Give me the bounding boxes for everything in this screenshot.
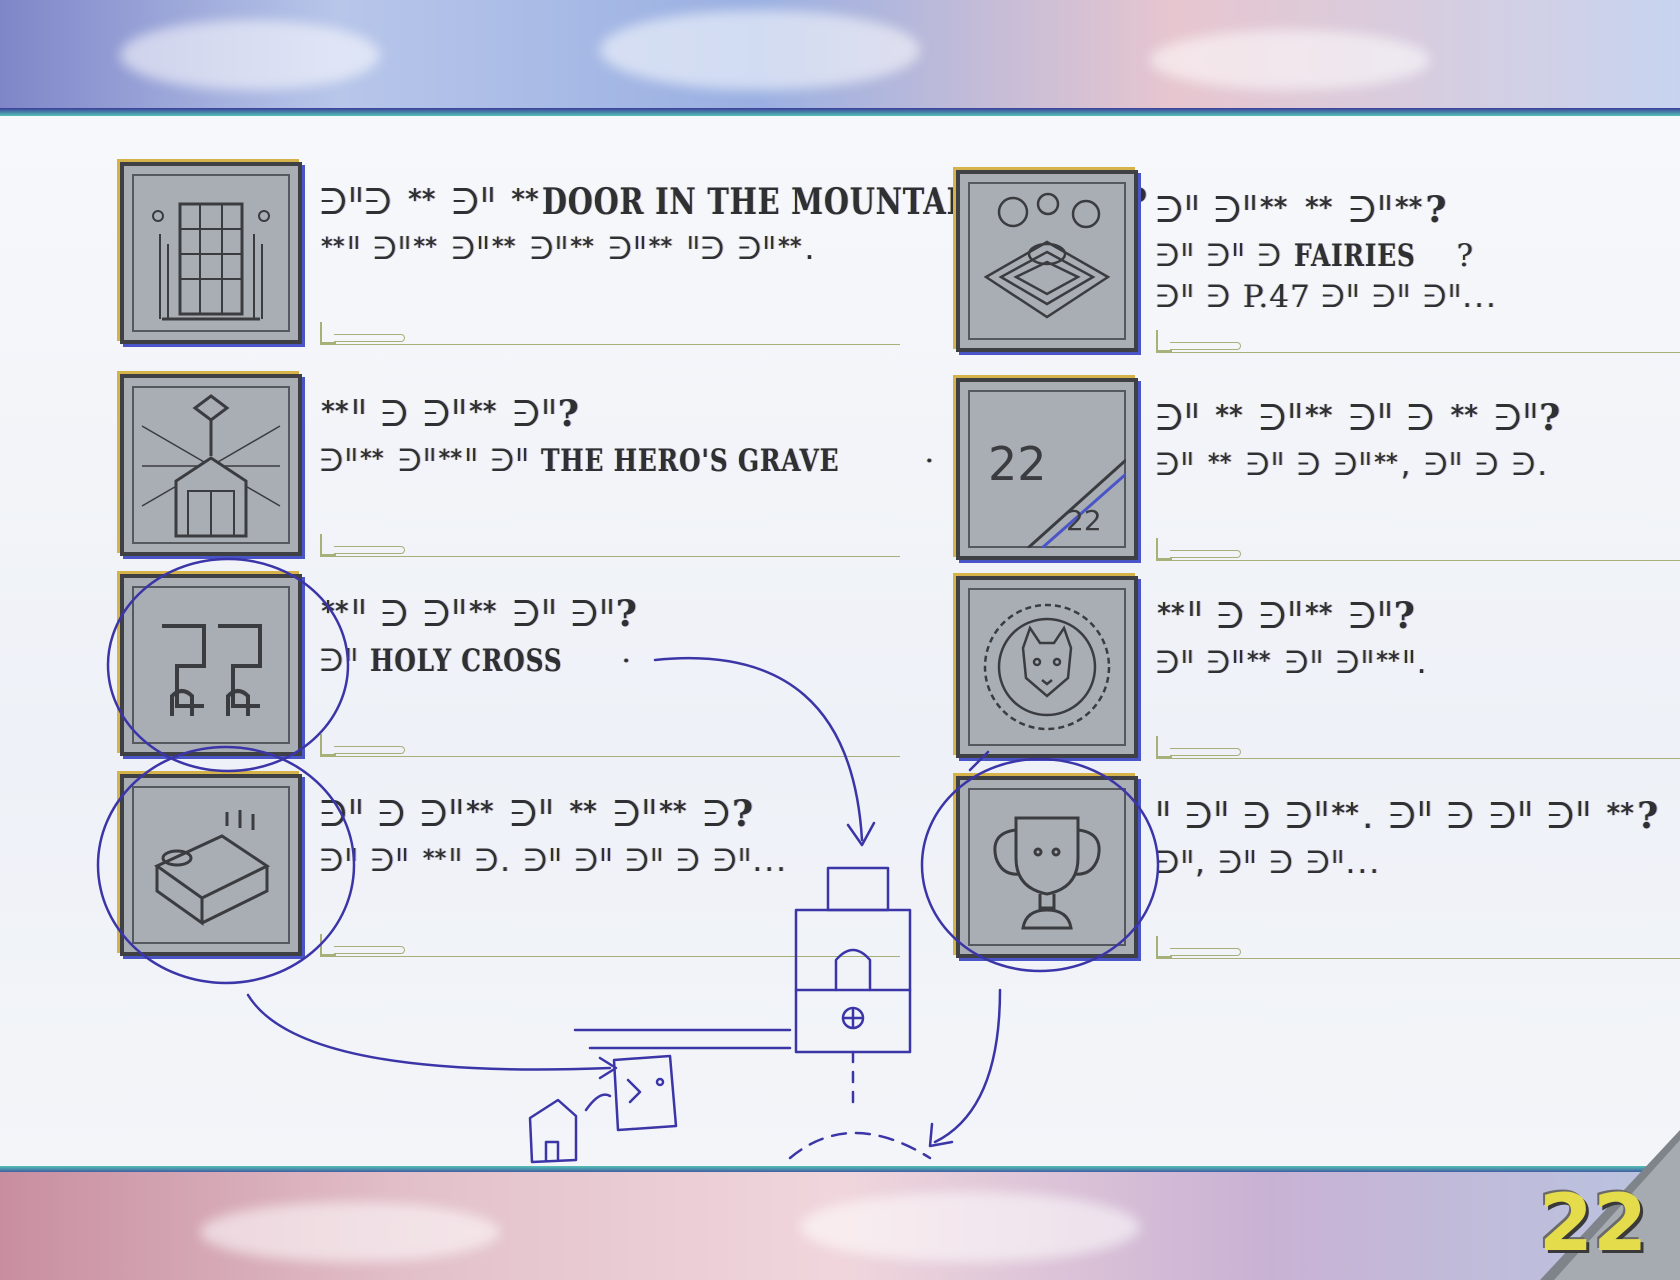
subtitle-end-mark: · bbox=[621, 643, 633, 679]
glyph-text: ᕭᐦᕭ ᕯ ᕭᐦ ᕯ bbox=[320, 182, 542, 223]
glyph-text: ᕭᐦ ᕭᐦᕯ ᕭᐦ ᕭᐦᕯᐦ. bbox=[1156, 645, 1429, 681]
grave-tile bbox=[120, 374, 302, 556]
entry-rule bbox=[320, 534, 900, 557]
title-end-mark: ? bbox=[557, 393, 580, 435]
entry-title: ᕭᐦ ᕭᐦᕯ ᕯ ᕭᐦᕯ? bbox=[1156, 186, 1680, 235]
entry-rule bbox=[320, 734, 900, 757]
title-end-mark: ? bbox=[1637, 795, 1660, 837]
glyph-text: ᕭᐦ ᕭ ᕭᐦᕯ ᕭᐦ ᕯ ᕭᐦᕯ ᕭ bbox=[320, 794, 732, 835]
entry-title: ᕭᐦ ᕯ ᕭᐦᕯ ᕭᐦ ᕭ ᕯ ᕭᐦ? bbox=[1156, 394, 1680, 443]
fairy-fountain-icon bbox=[983, 192, 1111, 319]
top-edge-stripe bbox=[0, 108, 1680, 116]
entry-subtitle: ᕭᐦ ᕭᐦ ᕭ FAIRIES ? bbox=[1156, 235, 1680, 277]
entry-subtitle: ᕭᐦ, ᕭᐦ ᕭ ᕭᐦ... bbox=[1156, 841, 1680, 885]
fox-medallion-tile bbox=[956, 576, 1138, 758]
glyph-text: ᐦ ᕭᐦ ᕭ ᕭᐦᕯ. ᕭᐦ ᕭ ᕭᐦ ᕭᐦ ᕯ bbox=[1156, 796, 1638, 837]
subtitle-latin-text: THE HERO'S GRAVE bbox=[540, 443, 839, 479]
door-icon bbox=[152, 202, 270, 321]
bed-icon bbox=[154, 810, 270, 926]
entry-subtitle: ᕭᐦᕯ ᕭᐦᕯᐦ ᕭᐦ THE HERO'S GRAVE · bbox=[320, 439, 960, 483]
entry-subtitle-2: ᕭᐦ ᕭ P.47 ᕭᐦ ᕭᐦ ᕭᐦ... bbox=[1156, 277, 1680, 317]
title-end-mark: ? bbox=[1393, 595, 1416, 637]
entry-subtitle: ᕭᐦ ᕭᐦᕯ ᕭᐦ ᕭᐦᕯᐦ. bbox=[1156, 641, 1680, 685]
trophy-icon bbox=[993, 816, 1101, 930]
entry-card-right-3: ᕯᐦ ᕭ ᕭᐦᕯ ᕭᐦ? ᕭᐦ ᕭᐦᕯ ᕭᐦ ᕭᐦᕯᐦ. bbox=[956, 576, 1680, 766]
pen-castle-body bbox=[794, 908, 912, 1054]
glyph-text: ᕭᐦ ᕭ bbox=[1156, 279, 1232, 315]
pen-castle-tower bbox=[826, 866, 890, 912]
title-latin-text: DOOR IN THE MOUNTAINS bbox=[541, 181, 1010, 223]
glyph-text: ᕭᐦ, ᕭᐦ ᕭ ᕭᐦ... bbox=[1156, 845, 1382, 881]
entry-subtitle: ᕯᐦ ᕭᐦᕯ ᕭᐦᕯ ᕭᐦᕯ ᕭᐦᕯ ᐦᕭ ᕭᐦᕯ. bbox=[320, 227, 960, 271]
entry-card-right-1: ᕭᐦ ᕭᐦᕯ ᕯ ᕭᐦᕯ? ᕭᐦ ᕭᐦ ᕭ FAIRIES ? ᕭᐦ ᕭ P.4… bbox=[956, 170, 1680, 360]
entry-card-left-4: ᕭᐦ ᕭ ᕭᐦᕯ ᕭᐦ ᕯ ᕭᐦᕯ ᕭ? ᕭᐦ ᕭᐦ ᕯᐦ ᕭ. ᕭᐦ ᕭᐦ ᕭ… bbox=[120, 774, 980, 964]
grave-icon bbox=[141, 394, 281, 538]
page-reference-text: P.47 bbox=[1242, 279, 1311, 315]
glyph-text: ᕯᐦ ᕭ ᕭᐦᕯ ᕭᐦ bbox=[1156, 596, 1394, 637]
icon-large-number: 22 bbox=[988, 437, 1047, 491]
fox-medallion-icon bbox=[983, 603, 1111, 731]
entry-card-left-1: ᕭᐦᕭ ᕯ ᕭᐦ ᕯDOOR IN THE MOUNTAINS? ᕯᐦ ᕭᐦᕯ … bbox=[120, 162, 1147, 352]
glyph-text: ᕯᐦ ᕭᐦᕯ ᕭᐦᕯ ᕭᐦᕯ ᕭᐦᕯ ᐦᕭ ᕭᐦᕯ. bbox=[320, 231, 817, 267]
entry-rule bbox=[1156, 538, 1680, 561]
entry-title: ᕯᐦ ᕭ ᕭᐦᕯ ᕭᐦ? bbox=[1156, 592, 1680, 641]
page-corner-fold bbox=[1540, 1130, 1680, 1280]
glyph-text: ᕭᐦ ᕯ ᕭᐦᕯ ᕭᐦ ᕭ ᕯ ᕭᐦ bbox=[1156, 398, 1540, 439]
fairy-fountain-tile bbox=[956, 170, 1138, 352]
glyph-text: ᕭᐦ ᕭᐦ ᕭ bbox=[1156, 238, 1283, 274]
entry-rule bbox=[1156, 736, 1680, 759]
page-number-icon: 22 22 bbox=[988, 437, 1126, 548]
bottom-edge-stripe bbox=[0, 1166, 1680, 1174]
icon-small-number: 22 bbox=[1066, 504, 1102, 537]
pen-circle-maze bbox=[106, 557, 350, 773]
pen-hut bbox=[528, 1098, 578, 1164]
pen-arrow-cross bbox=[653, 656, 864, 842]
glyph-text: ᕭᐦ ᕯ ᕭᐦ ᕭ ᕭᐦᕯ, ᕭᐦ ᕭ ᕭ. bbox=[1156, 447, 1550, 483]
pen-arrow-trophy bbox=[933, 988, 1002, 1144]
glyph-text: ᕯᐦ ᕭ ᕭᐦᕯ ᕭᐦ bbox=[320, 394, 558, 435]
entry-title: ᐦ ᕭᐦ ᕭ ᕭᐦᕯ. ᕭᐦ ᕭ ᕭᐦ ᕭᐦ ᕯ? bbox=[1156, 792, 1680, 841]
entry-subtitle: ᕭᐦ HOLY CROSS · bbox=[320, 639, 960, 683]
glyph-text: ᕭᐦ ᕭᐦ ᕯᐦ ᕭ. ᕭᐦ ᕭᐦ ᕭᐦ ᕭ ᕭᐦ... bbox=[320, 843, 788, 879]
sky-banner-top bbox=[0, 0, 1680, 112]
title-end-mark: ? bbox=[615, 593, 638, 635]
door-tile bbox=[120, 162, 302, 344]
title-end-mark: ? bbox=[1425, 189, 1448, 231]
glyph-text: ᕭᐦ bbox=[320, 643, 360, 679]
entry-title: ᕯᐦ ᕭ ᕭᐦᕯ ᕭᐦ? bbox=[320, 390, 960, 439]
bed-tile bbox=[120, 774, 302, 956]
subtitle-end-mark: · bbox=[924, 443, 936, 479]
title-end-mark: ? bbox=[731, 793, 755, 835]
title-end-mark: ? bbox=[1539, 397, 1562, 439]
glyph-text: ᕭᐦᕯ ᕭᐦᕯᐦ ᕭᐦ bbox=[320, 443, 530, 479]
glyph-text: ᕯᐦ ᕭ ᕭᐦᕯ ᕭᐦ ᕭᐦ bbox=[320, 594, 616, 635]
subtitle-latin-text: HOLY CROSS bbox=[369, 643, 563, 679]
entry-rule bbox=[320, 322, 900, 345]
entry-rule bbox=[1156, 936, 1680, 959]
maze-tile bbox=[120, 574, 302, 756]
entry-subtitle: ᕭᐦ ᕯ ᕭᐦ ᕭ ᕭᐦᕯ, ᕭᐦ ᕭ ᕭ. bbox=[1156, 443, 1680, 487]
pen-circle-trophy bbox=[920, 757, 1160, 973]
trophy-tile bbox=[956, 776, 1138, 958]
entry-title: ᕯᐦ ᕭ ᕭᐦᕯ ᕭᐦ ᕭᐦ? bbox=[320, 590, 960, 639]
entry-card-left-2: ᕯᐦ ᕭ ᕭᐦᕯ ᕭᐦ? ᕭᐦᕯ ᕭᐦᕯᐦ ᕭᐦ THE HERO'S GRAV… bbox=[120, 374, 980, 564]
entry-title: ᕭᐦ ᕭ ᕭᐦᕯ ᕭᐦ ᕯ ᕭᐦᕯ ᕭ? bbox=[320, 790, 960, 839]
glyph-text: ᕭᐦ ᕭᐦᕯ ᕯ ᕭᐦᕯ bbox=[1156, 190, 1426, 231]
sky-banner-bottom bbox=[0, 1172, 1680, 1280]
entry-card-right-4: ᐦ ᕭᐦ ᕭ ᕭᐦᕯ. ᕭᐦ ᕭ ᕭᐦ ᕭᐦ ᕯ? ᕭᐦ, ᕭᐦ ᕭ ᕭᐦ... bbox=[956, 776, 1680, 966]
pen-circle-bed bbox=[96, 745, 356, 985]
pen-house bbox=[612, 1054, 678, 1132]
entry-card-left-3: ᕯᐦ ᕭ ᕭᐦᕯ ᕭᐦ ᕭᐦ? ᕭᐦ HOLY CROSS · bbox=[120, 574, 980, 764]
entry-subtitle: ᕭᐦ ᕭᐦ ᕯᐦ ᕭ. ᕭᐦ ᕭᐦ ᕭᐦ ᕭ ᕭᐦ... bbox=[320, 839, 960, 883]
page-number-tile: 22 22 bbox=[956, 378, 1138, 560]
entry-card-right-2: 22 22 ᕭᐦ ᕯ ᕭᐦᕯ ᕭᐦ ᕭ ᕯ ᕭᐦ? ᕭᐦ ᕯ ᕭᐦ ᕭ ᕭᐦᕯ,… bbox=[956, 378, 1680, 568]
pen-arrow-bed bbox=[246, 993, 612, 1071]
glyph-text: ᕭᐦ ᕭᐦ ᕭᐦ... bbox=[1321, 279, 1498, 315]
maze-icon bbox=[162, 624, 262, 716]
entry-rule bbox=[1156, 330, 1680, 353]
page-number: 22 bbox=[1538, 1179, 1648, 1269]
subtitle-end-mark: ? bbox=[1456, 238, 1475, 274]
subtitle-latin-text: FAIRIES bbox=[1293, 238, 1416, 274]
